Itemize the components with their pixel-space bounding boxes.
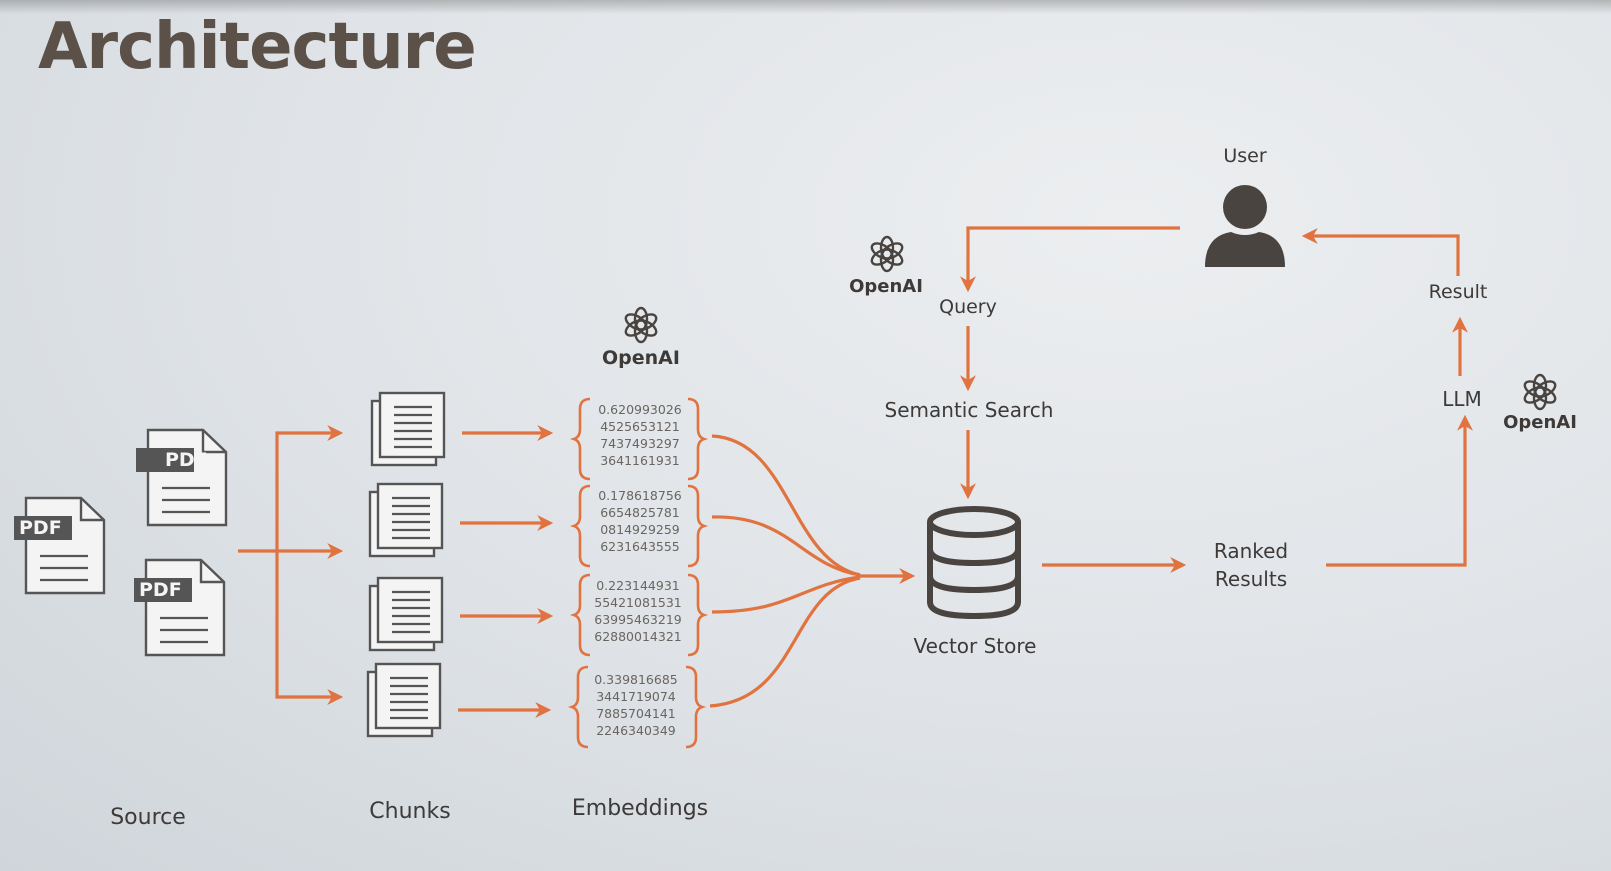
openai-logo-icon-llm [1521, 373, 1559, 411]
openai-label-embeddings: OpenAI [602, 347, 680, 369]
embedding-value: 4525653121 [600, 419, 680, 434]
openai-label-query: OpenAI [849, 276, 923, 297]
pdf-icon-1: PDF [134, 428, 228, 527]
embedding-vector-2: 0.178618756 6654825781 0814929259 623164… [572, 484, 706, 568]
user-to-query-arrow [960, 226, 1180, 293]
label-source: Source [110, 805, 186, 830]
embedding-vector-1: 0.620993026 4525653121 7437493297 364116… [572, 397, 706, 481]
openai-label-llm: OpenAI [1503, 412, 1577, 433]
embedding-value: 0814929259 [600, 522, 680, 537]
embedding-value: 3441719074 [596, 689, 676, 704]
ranked-to-llm-arrow [1326, 414, 1473, 567]
embedding-value: 62880014321 [594, 629, 681, 644]
slide-title: Architecture [38, 10, 477, 84]
embedding-value: 0.178618756 [598, 488, 682, 503]
top-shadow [0, 0, 1611, 14]
pdf-badge-1: PDF [165, 449, 208, 471]
embedding-value: 0.339816685 [594, 672, 678, 687]
pdf-icon-3: PDF [132, 558, 226, 657]
label-result: Result [1429, 281, 1488, 303]
embedding-to-store-arrows [709, 434, 916, 708]
label-llm: LLM [1442, 387, 1482, 411]
chunk-icon-4 [366, 662, 442, 738]
source-split-arrows [238, 425, 344, 705]
embedding-value: 3641161931 [600, 453, 680, 468]
embedding-value: 6654825781 [600, 505, 680, 520]
label-chunks: Chunks [369, 799, 450, 824]
chunk-icon-3 [368, 576, 444, 652]
label-user: User [1223, 145, 1266, 167]
label-ranked: Ranked [1214, 539, 1288, 563]
embedding-value: 55421081531 [594, 595, 681, 610]
label-vector-store: Vector Store [914, 634, 1037, 658]
pdf-icon-2: PDF [12, 496, 106, 595]
label-semantic-search: Semantic Search [885, 398, 1054, 422]
embedding-value: 63995463219 [594, 612, 682, 627]
embedding-vector-4: 0.339816685 3441719074 7885704141 224634… [570, 665, 704, 749]
chunk-to-embedding-arrows [458, 425, 554, 718]
user-icon [1205, 185, 1285, 267]
embedding-vector-3: 0.223144931 55421081531 63995463219 6288… [572, 573, 706, 657]
label-embeddings: Embeddings [572, 796, 708, 821]
openai-logo-icon-embeddings [622, 306, 660, 344]
pdf-badge-2: PDF [19, 517, 62, 539]
label-query: Query [939, 296, 997, 318]
embedding-value: 2246340349 [596, 723, 676, 738]
result-to-user-arrow [1301, 228, 1460, 276]
chunk-icon-2 [368, 482, 444, 558]
pdf-badge-3: PDF [139, 579, 182, 601]
openai-logo-icon-query [868, 235, 906, 273]
embedding-value: 0.223144931 [596, 578, 680, 593]
embedding-value: 0.620993026 [598, 402, 682, 417]
embedding-value: 7437493297 [600, 436, 680, 451]
chunk-icon-1 [370, 391, 446, 467]
database-icon [927, 506, 1021, 620]
label-results: Results [1215, 567, 1287, 591]
embedding-value: 6231643555 [600, 539, 680, 554]
embedding-value: 7885704141 [596, 706, 676, 721]
